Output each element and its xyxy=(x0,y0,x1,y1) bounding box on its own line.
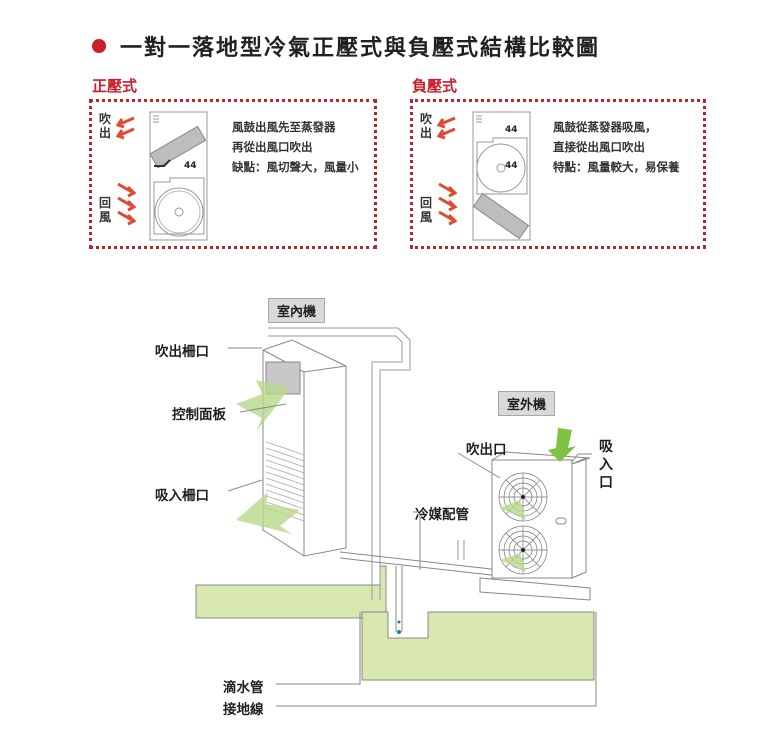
svg-text:44: 44 xyxy=(505,161,518,171)
down-arrow-icon xyxy=(548,428,576,462)
negative-panel: 吹出 回風 44 44 風鼓從蒸發器吸風， 直接從出風口吹出 特點：風量較大，易… xyxy=(410,99,706,249)
desc-line: 再從出風口吹出 xyxy=(232,140,313,154)
desc-line: 風鼓從蒸發器吸風， xyxy=(553,120,657,134)
positive-description: 風鼓出風先至蒸發器 再從出風口吹出 缺點：風切聲大，風量小 xyxy=(232,117,359,177)
outdoor-unit xyxy=(479,428,591,601)
ground-block xyxy=(361,611,595,681)
bullet-icon xyxy=(92,39,106,53)
outdoor-unit-tag: 室外機 xyxy=(498,391,556,416)
desc-line: 直接從出風口吹出 xyxy=(553,140,645,154)
fan-bottom xyxy=(498,525,548,575)
label-out: 吹出 xyxy=(419,112,432,140)
desc-line: 缺點：風切聲大，風量小 xyxy=(232,160,359,174)
indoor-unit xyxy=(236,339,347,557)
positive-heading: 正壓式 xyxy=(92,77,138,95)
indoor-unit-tag: 室內機 xyxy=(268,298,326,323)
svg-text:44: 44 xyxy=(184,161,197,171)
outdoor-intake-label: 吸入口 xyxy=(599,439,613,491)
return-arrows-icon xyxy=(117,182,137,226)
negative-unit-diagram: 44 44 xyxy=(436,111,531,241)
outflow-green-arrow xyxy=(236,380,290,432)
control-panel-label: 控制面板 xyxy=(172,407,226,423)
drain-pipe xyxy=(395,566,403,632)
outflow-arrows-icon xyxy=(436,116,456,140)
ground-wire-label: 接地線 xyxy=(223,702,264,718)
outlet-grille-label: 吹出柵口 xyxy=(155,344,209,360)
positive-unit-diagram: 44 xyxy=(115,111,208,241)
negative-description: 風鼓從蒸發器吸風， 直接從出風口吹出 特點：風量較大，易保養 xyxy=(553,117,680,177)
return-arrows-icon xyxy=(438,182,458,226)
drain-pipe-label: 滴水管 xyxy=(223,680,264,696)
label-return: 回風 xyxy=(419,196,432,224)
desc-line: 風鼓出風先至蒸發器 xyxy=(232,120,336,134)
negative-heading: 負壓式 xyxy=(412,77,458,95)
desc-line: 特點：風量較大，易保養 xyxy=(553,160,680,174)
label-return: 回風 xyxy=(98,196,111,224)
positive-panel: 吹出 回風 44 風鼓出風先至蒸發器 再從出風口吹出 缺點： xyxy=(89,99,377,249)
outflow-arrows-icon xyxy=(115,116,135,140)
label-out: 吹出 xyxy=(98,112,111,140)
svg-text:44: 44 xyxy=(505,125,518,135)
diagram-title: 一對一落地型冷氣正壓式與負壓式結構比較圖 xyxy=(92,30,600,62)
outdoor-outlet-label: 吹出口 xyxy=(466,442,507,458)
floor-slab xyxy=(195,565,387,619)
intake-grille-label: 吸入柵口 xyxy=(155,488,209,504)
inflow-green-arrow xyxy=(236,492,300,534)
title-text: 一對一落地型冷氣正壓式與負壓式結構比較圖 xyxy=(120,36,601,61)
refrigerant-pipe-label: 冷媒配管 xyxy=(415,507,469,523)
